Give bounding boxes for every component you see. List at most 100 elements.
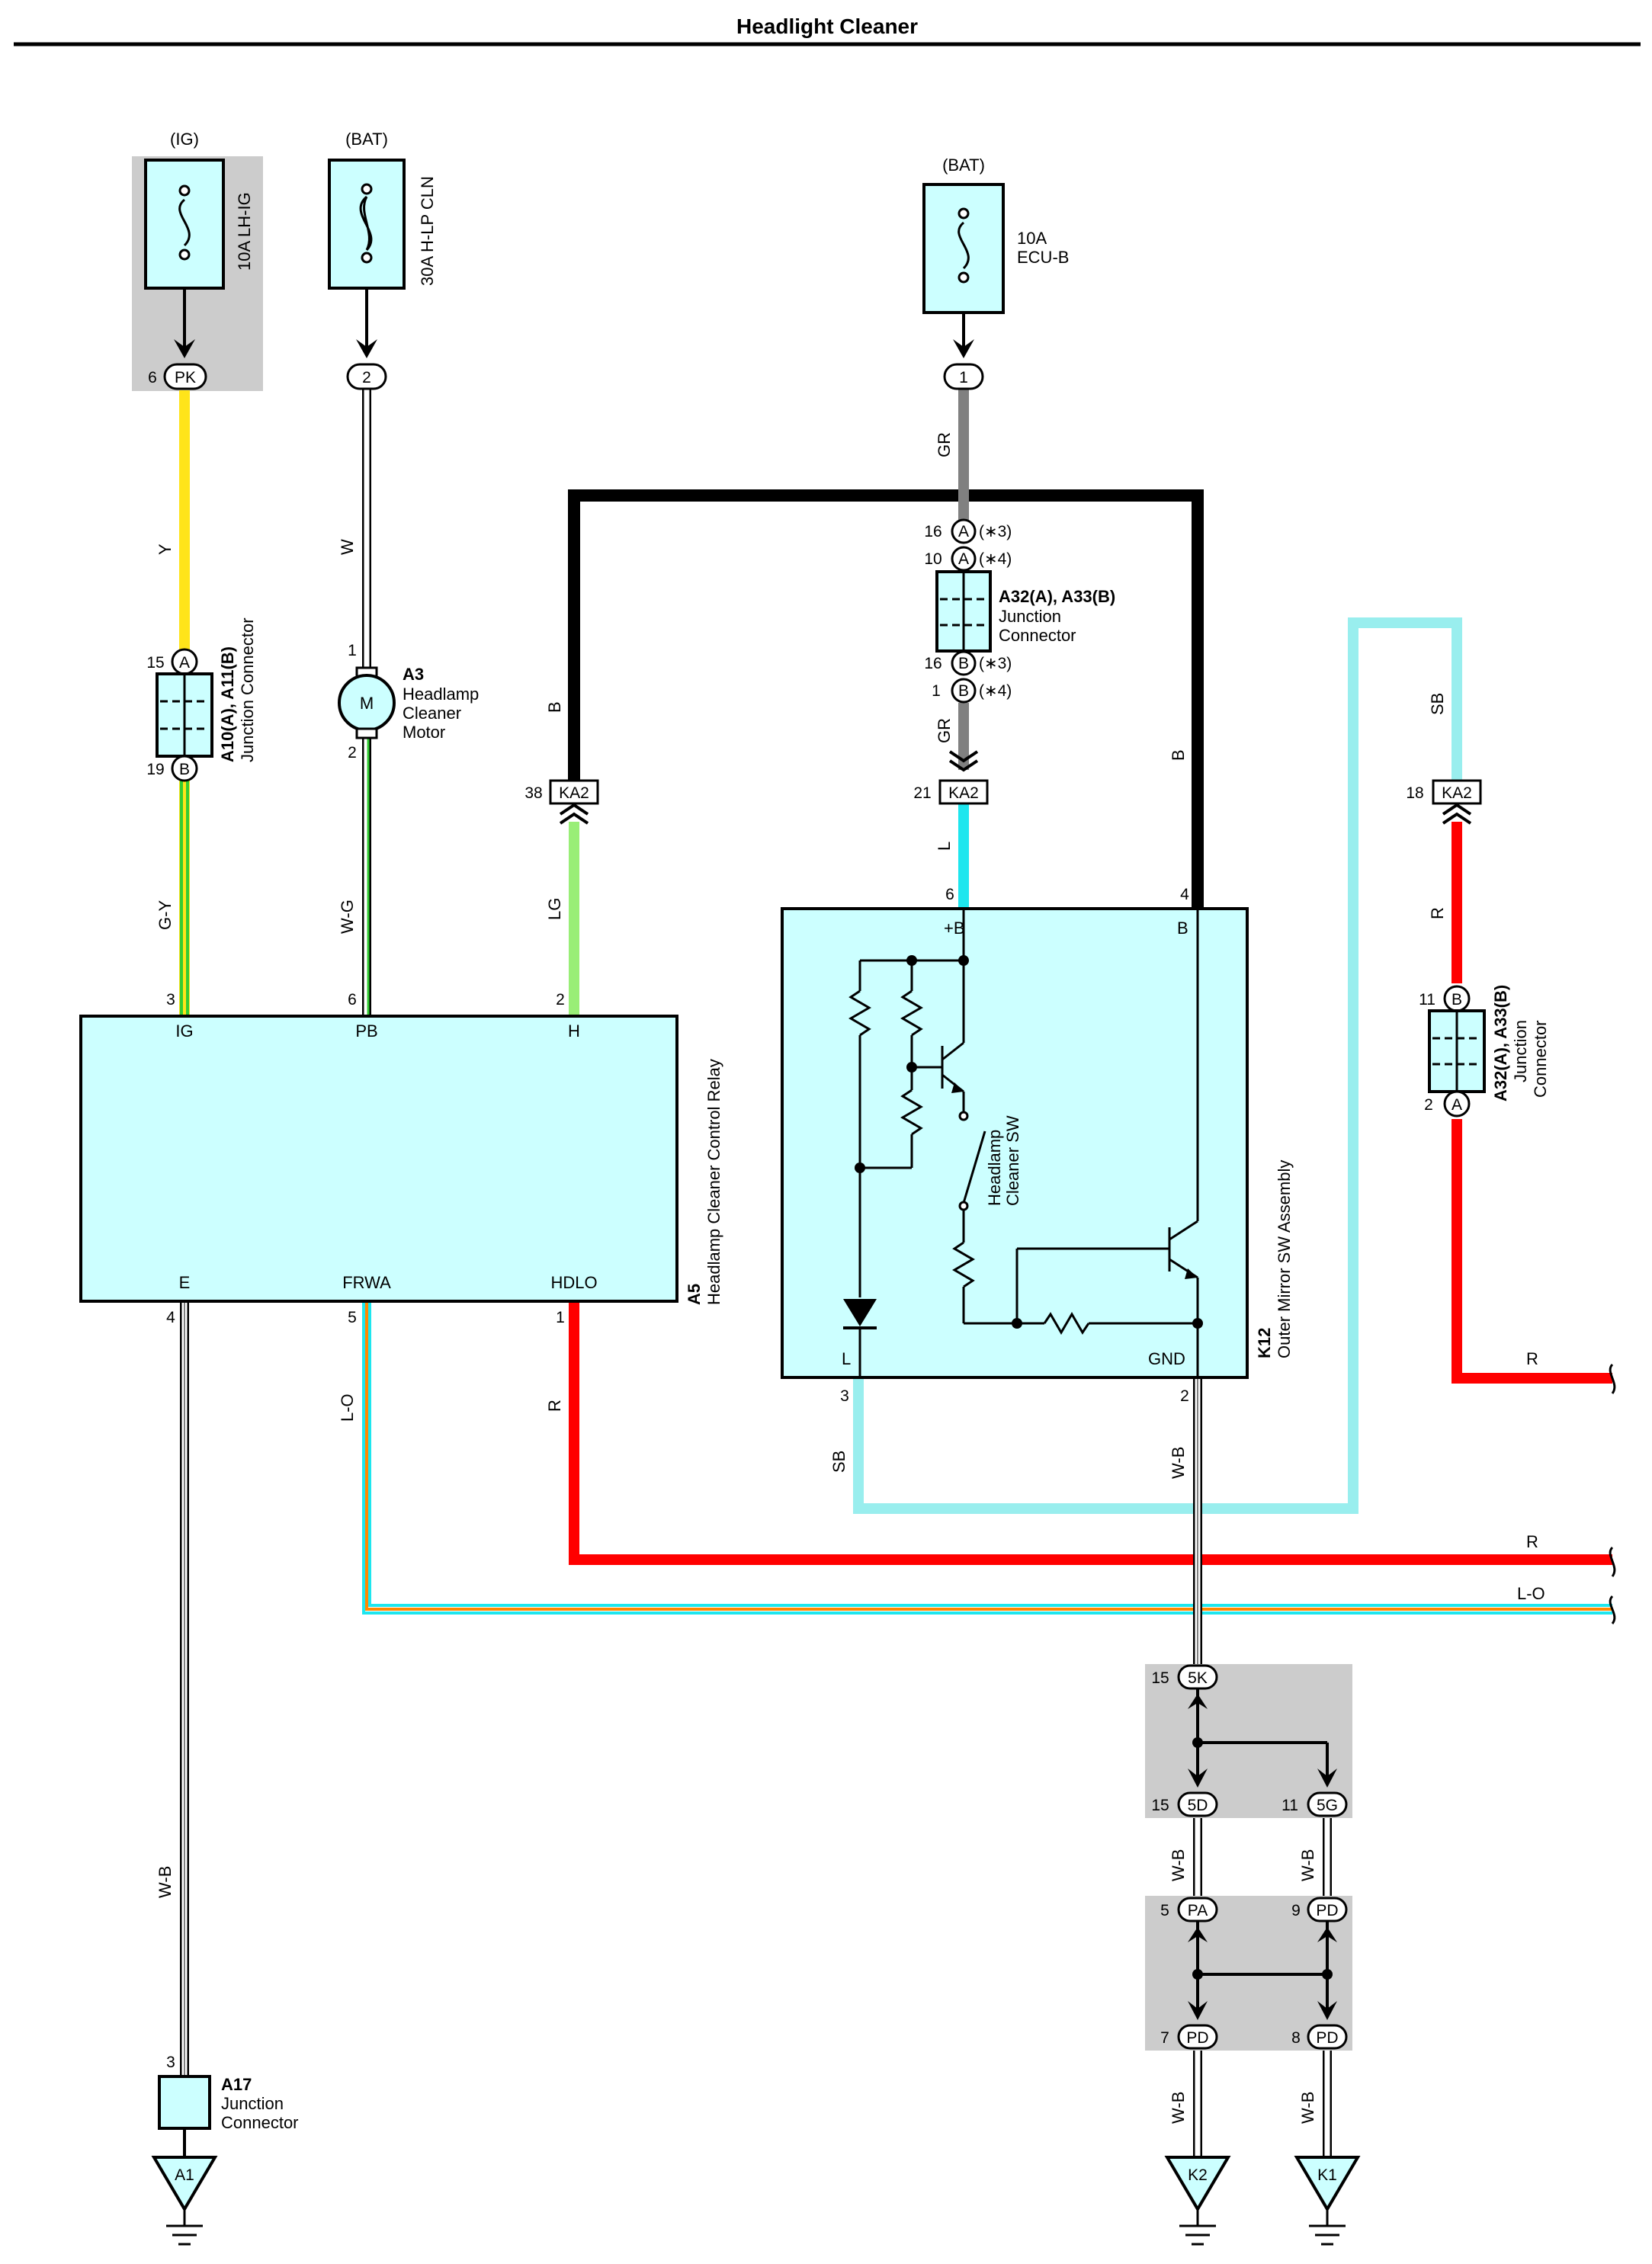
connector-5g xyxy=(1307,1791,1348,1817)
a32-note3-top: (∗3) xyxy=(979,523,1012,540)
connector-ka2-38-label: KA2 xyxy=(559,784,589,802)
wire-label-b-left: B xyxy=(545,701,564,713)
chevron-icon xyxy=(1442,803,1472,825)
a32-note4-bottom: (∗4) xyxy=(979,682,1012,700)
a5-name: Headlamp Cleaner Control Relay xyxy=(704,1059,723,1305)
connector-pd-right-pin: 8 xyxy=(1291,2029,1301,2047)
wire-label-l: L xyxy=(935,842,954,851)
fuse-ecu-b-link xyxy=(958,221,970,270)
a32r-pin-a-letter: A xyxy=(1452,1096,1462,1114)
a3-line3: Motor xyxy=(403,723,445,742)
wire-b xyxy=(568,489,1204,909)
diode-icon xyxy=(843,1299,877,1326)
arrow-icon xyxy=(174,339,195,358)
junction-a17 xyxy=(158,2075,211,2130)
wire-label-r-bottom: R xyxy=(545,1400,564,1412)
k12-pin-3: 3 xyxy=(840,1387,849,1405)
wire-break-icon xyxy=(1609,1363,1616,1394)
connector-ka2-21-label: KA2 xyxy=(948,784,979,802)
a32-pin-b1-num: 1 xyxy=(932,682,941,700)
fuse-ecu-b-amp: 10A xyxy=(1017,229,1047,248)
fuse-ecu-b xyxy=(922,183,1005,314)
connector-5d-pin: 15 xyxy=(1151,1797,1169,1814)
connector-pa-pin: 5 xyxy=(1160,1902,1169,1919)
wire-r-bottom xyxy=(569,1301,1612,1565)
a5-pin-hdlo: 1 xyxy=(556,1309,565,1326)
wire-label-gr-mid: GR xyxy=(935,718,954,743)
k12-terminal-gnd: GND xyxy=(1148,1349,1185,1368)
motor-icon: M xyxy=(360,694,374,713)
a3-line1: Headlamp xyxy=(403,685,479,704)
wire-label-w-b-k1: W-B xyxy=(1298,2092,1317,2124)
a32r-code: A32(A), A33(B) xyxy=(1491,985,1510,1102)
connector-5k-label: 5K xyxy=(1188,1669,1208,1687)
wire-label-l-o-out: L-O xyxy=(1517,1584,1545,1603)
wire-label-r-bottom-out: R xyxy=(1526,1532,1538,1551)
arrow-icon xyxy=(1188,1769,1208,1788)
k12-code: K12 xyxy=(1255,1328,1274,1358)
fuse-lh-ig xyxy=(144,159,225,290)
a32-pin-a16-letter: A xyxy=(958,523,969,540)
a32-note4-top: (∗4) xyxy=(979,550,1012,568)
source-bat-2: (BAT) xyxy=(942,156,985,175)
connector-ka2-38 xyxy=(549,779,599,805)
a5-terminal-ig: IG xyxy=(175,1021,193,1041)
wire-w-g xyxy=(362,738,371,1016)
a5-pin-frwa: 5 xyxy=(348,1309,357,1326)
transistor-emitter-arrow-icon xyxy=(951,1082,964,1093)
k12-terminal-b: B xyxy=(1177,919,1188,938)
connector-pd-left xyxy=(1177,2024,1218,2050)
relay-a5 xyxy=(79,1015,678,1303)
a32-pin-b1-letter: B xyxy=(958,682,969,700)
a32r-line1: Junction xyxy=(1511,1020,1530,1082)
connector-ka2-18-pin: 18 xyxy=(1406,784,1423,802)
k12-internal-circuit xyxy=(848,909,1199,1378)
junction-dot-icon xyxy=(1192,1737,1203,1748)
a32-code: A32(A), A33(B) xyxy=(999,587,1115,606)
a5-terminal-pb: PB xyxy=(355,1021,377,1041)
k12-pin-6: 6 xyxy=(945,886,954,903)
wire-label-r-right-out: R xyxy=(1526,1349,1538,1368)
fuse-h-lp-cln-link xyxy=(359,195,373,252)
fuse-lh-ig-link xyxy=(178,198,191,247)
a17-code: A17 xyxy=(221,2075,252,2094)
a5-pin-pb: 6 xyxy=(348,991,357,1009)
ground-k2-label: K2 xyxy=(1188,2166,1208,2184)
a17-line2: Connector xyxy=(221,2113,299,2132)
a32-pin-b16-letter: B xyxy=(958,655,969,672)
ground-triangle-icon xyxy=(151,2156,218,2212)
connector-5g-pin: 11 xyxy=(1282,1797,1298,1814)
switch-label-1: Headlamp xyxy=(985,1130,1004,1206)
arrow-icon xyxy=(1317,2001,1337,2020)
a10-pin-b-letter: B xyxy=(179,761,190,778)
connector-pd-left-label: PD xyxy=(1186,2029,1208,2047)
motor-cap-bottom xyxy=(355,727,378,739)
a5-pin-e: 4 xyxy=(166,1309,175,1326)
a5-code: A5 xyxy=(685,1284,704,1305)
connector-ka2-21-pin: 21 xyxy=(913,784,931,802)
wire-label-r-right: R xyxy=(1428,907,1447,919)
connector-bat-1 xyxy=(346,363,387,390)
junction-dot-icon xyxy=(855,955,1203,1329)
wire-label-w-b-k2: W-B xyxy=(1169,2092,1188,2124)
a10-code: A10(A), A11(B) xyxy=(218,646,237,762)
wire-label-w-b-k12: W-B xyxy=(1169,1447,1188,1479)
ground-triangle-icon xyxy=(1294,2156,1361,2212)
a5-pin-ig: 3 xyxy=(166,991,175,1009)
wire-label-gr-top: GR xyxy=(935,432,954,457)
a32-pin-a10-letter: A xyxy=(958,550,969,568)
arrow-icon xyxy=(356,339,377,358)
ground-a1-label: A1 xyxy=(175,2166,194,2184)
wire-label-sb-top: SB xyxy=(1428,693,1447,715)
a32-line1: Junction xyxy=(999,607,1061,626)
connector-pk xyxy=(163,363,207,390)
fuse-h-lp-cln-label: 30A H-LP CLN xyxy=(418,176,437,286)
connector-5d xyxy=(1177,1791,1218,1817)
connector-5k-pin: 15 xyxy=(1151,1669,1169,1687)
fuse-ecu-b-name: ECU-B xyxy=(1017,248,1069,267)
connector-pd-right xyxy=(1307,2024,1348,2050)
wire-label-w-g: W-G xyxy=(338,900,357,934)
wire-label-l-o: L-O xyxy=(338,1393,357,1422)
wire-r-right-bottom xyxy=(1452,1119,1612,1384)
